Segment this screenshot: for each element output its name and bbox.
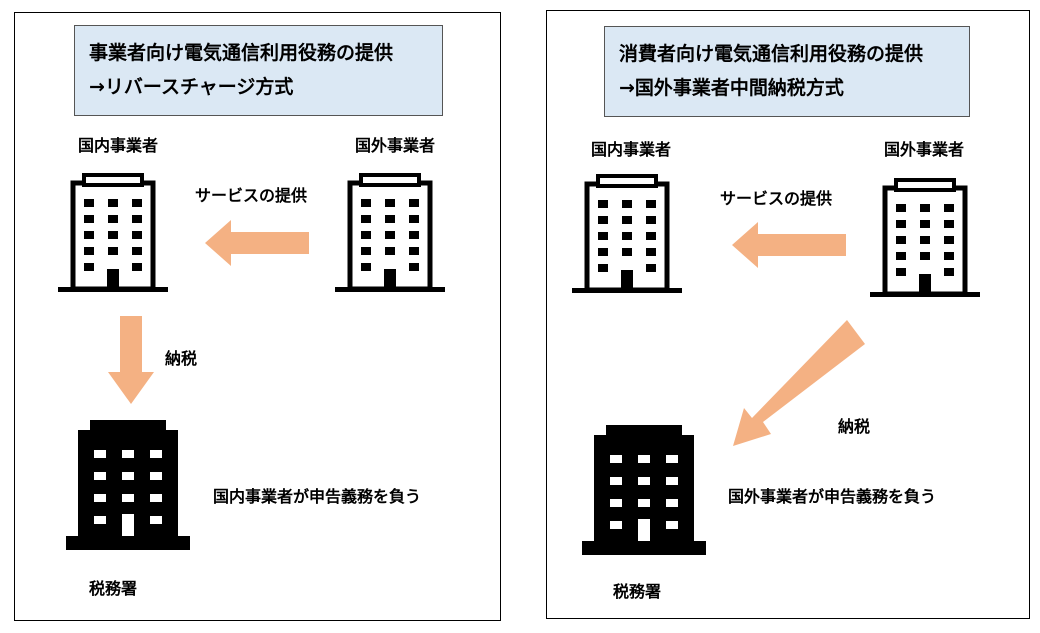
left-tax-label: 納税 xyxy=(165,349,198,368)
right-tax-label: 納税 xyxy=(838,417,871,436)
right-tax-arrow-icon xyxy=(733,320,865,446)
right-title-line2: →国外事業者中間納税方式 xyxy=(619,77,844,99)
left-office-label: 税務署 xyxy=(89,579,138,598)
left-title-box: 事業者向け電気通信利用役務の提供 →リバースチャージ方式 xyxy=(74,25,443,116)
right-domestic-building-icon xyxy=(572,176,682,293)
left-foreign-label: 国外事業者 xyxy=(355,136,436,155)
left-service-arrow-icon xyxy=(205,220,309,266)
left-title-line1: 事業者向け電気通信利用役務の提供 xyxy=(89,42,394,64)
right-service-arrow-icon xyxy=(732,222,846,268)
right-service-label: サービスの提供 xyxy=(720,189,833,208)
left-obligation-label: 国内事業者が申告義務を負う xyxy=(213,487,422,506)
right-office-label: 税務署 xyxy=(613,582,662,601)
right-domestic-label: 国内事業者 xyxy=(591,140,672,159)
right-tax-office-building-icon xyxy=(582,425,706,555)
left-tax-office-building-icon xyxy=(66,420,190,550)
right-obligation-label: 国外事業者が申告義務を負う xyxy=(728,487,937,506)
right-foreign-label: 国外事業者 xyxy=(884,140,965,159)
left-service-label: サービスの提供 xyxy=(195,186,308,205)
left-tax-arrow-icon xyxy=(108,316,154,404)
left-title-line2: →リバースチャージ方式 xyxy=(89,76,294,98)
left-domestic-label: 国内事業者 xyxy=(78,136,159,155)
right-foreign-building-icon xyxy=(870,180,980,297)
left-domestic-building-icon xyxy=(58,175,168,292)
right-title-box: 消費者向け電気通信利用役務の提供 →国外事業者中間納税方式 xyxy=(604,26,970,117)
right-title-line1: 消費者向け電気通信利用役務の提供 xyxy=(619,43,924,65)
left-foreign-building-icon xyxy=(335,175,445,292)
